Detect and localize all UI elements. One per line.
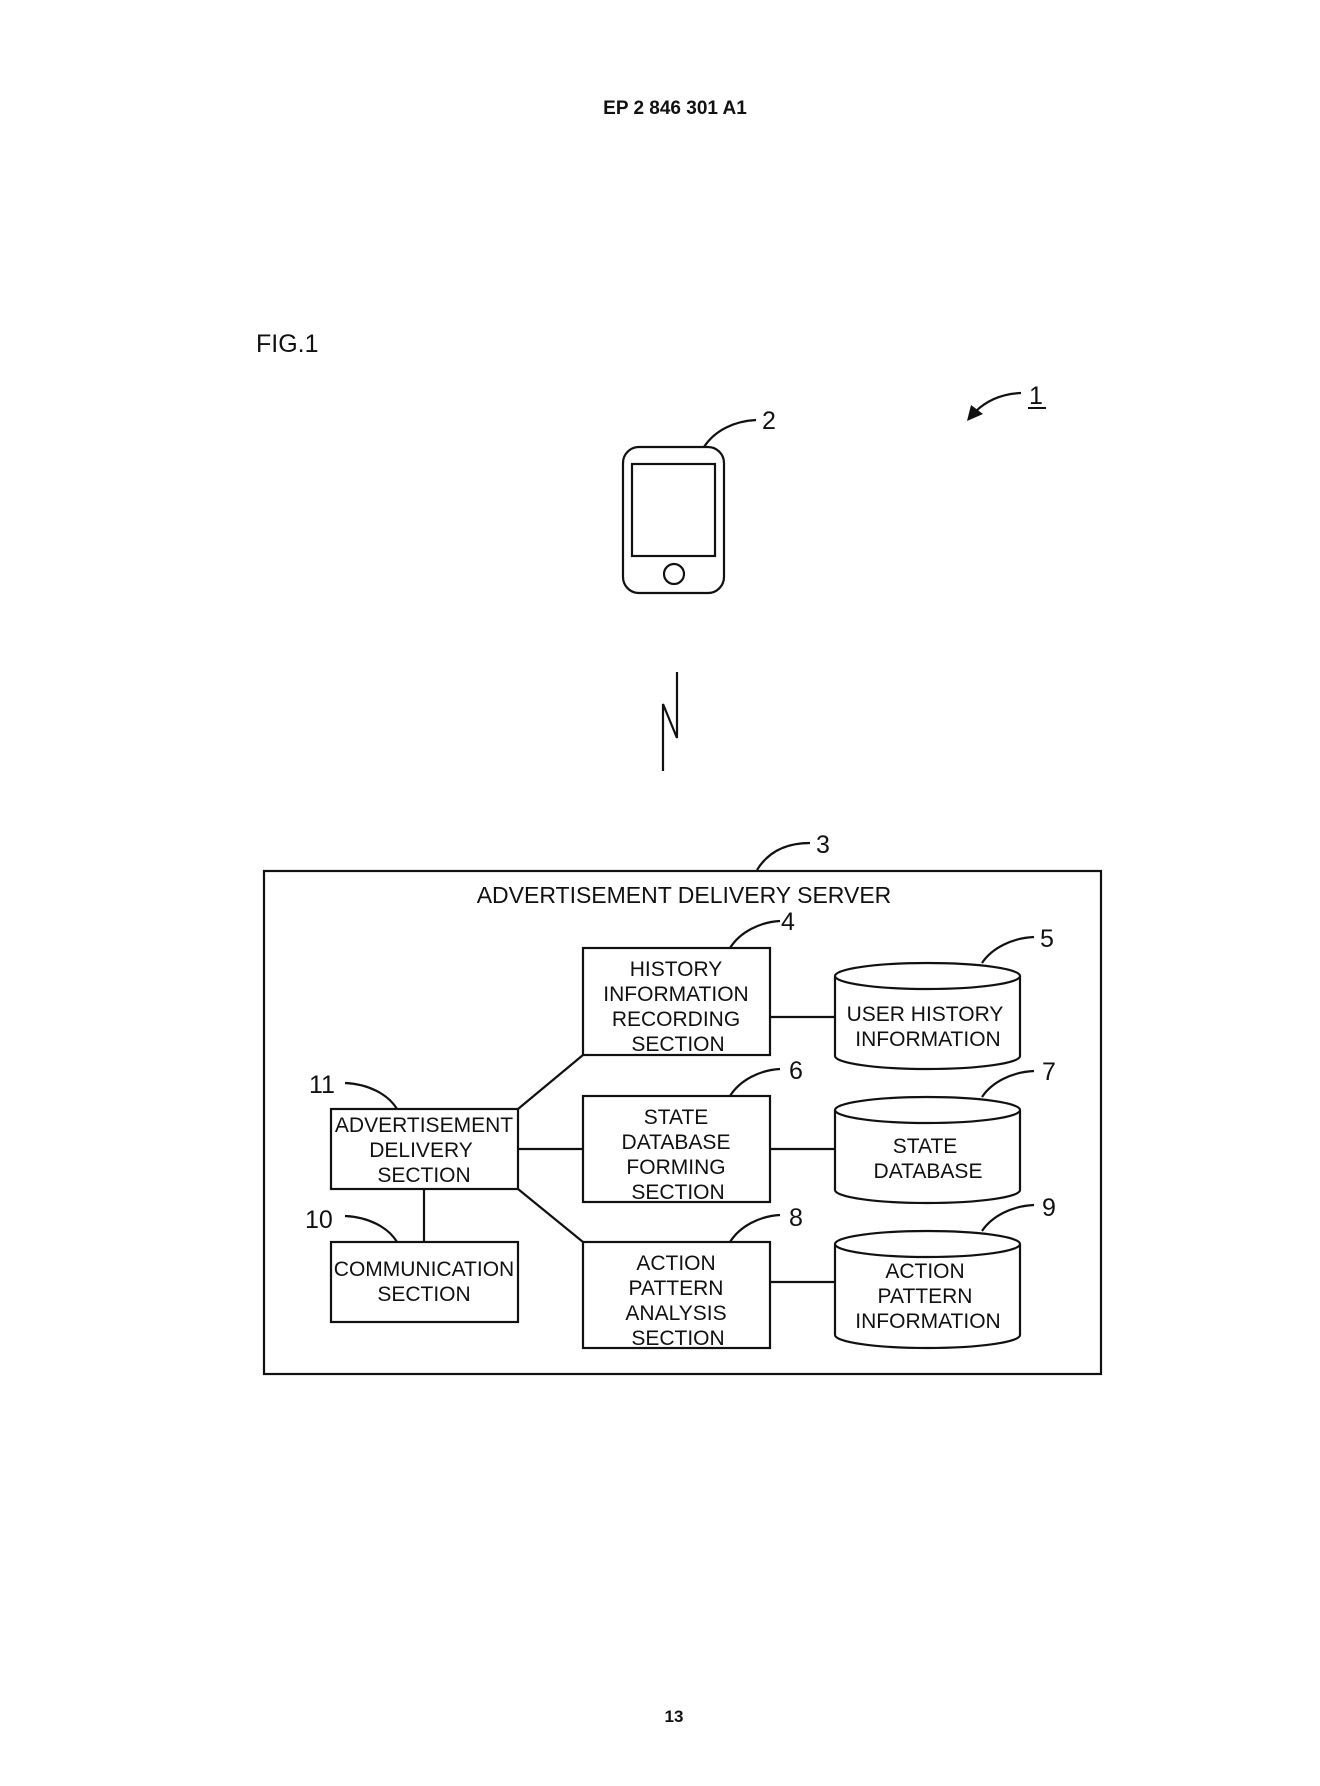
- server-title: ADVERTISEMENT DELIVERY SERVER: [477, 882, 892, 908]
- section-label-line: ACTION: [636, 1252, 715, 1275]
- link-delivery-history: [517, 1054, 584, 1110]
- section-label-line: ANALYSIS: [625, 1302, 726, 1325]
- state-database: STATE DATABASE 7: [833, 1058, 1056, 1205]
- section-label-line: PATTERN: [629, 1277, 724, 1300]
- section-box: [329, 1240, 520, 1324]
- user-history-information-database: USER HISTORY INFORMATION 5: [833, 925, 1054, 1071]
- database-cylinder-top: [833, 1229, 1022, 1259]
- database-leader-line: [981, 935, 1035, 964]
- server-leader-line: [756, 841, 811, 871]
- section-ref-number: 10: [305, 1206, 333, 1234]
- database-leader-line: [981, 1069, 1035, 1098]
- smartphone-screen: [630, 462, 717, 558]
- database-ref-number: 5: [1040, 925, 1054, 953]
- section-label-line: ADVERTISEMENT: [335, 1114, 513, 1137]
- section-label-line: HISTORY: [630, 958, 723, 981]
- section-box: [581, 946, 772, 1057]
- section-label-line: DATABASE: [622, 1131, 731, 1154]
- advertisement-delivery-section: ADVERTISEMENT DELIVERY SECTION 11: [309, 1071, 520, 1191]
- action-pattern-information-database: ACTION PATTERN INFORMATION 9: [833, 1194, 1056, 1350]
- arrow-curve-icon: [974, 391, 1022, 413]
- history-information-recording-section: HISTORY INFORMATION RECORDING SECTION 4: [581, 908, 795, 1057]
- section-label-line: FORMING: [626, 1156, 725, 1179]
- section-label-line: SECTION: [377, 1283, 470, 1306]
- section-leader-line: [729, 1213, 781, 1243]
- communication-section: COMMUNICATION SECTION 10: [305, 1206, 520, 1324]
- section-leader-line: [344, 1081, 398, 1110]
- advertisement-delivery-server: 3 ADVERTISEMENT DELIVERY SERVER HISTORY …: [262, 831, 1103, 1376]
- figure-label: FIG.1: [256, 330, 319, 358]
- section-ref-number: 11: [309, 1071, 335, 1099]
- database-label-line: INFORMATION: [855, 1310, 1000, 1333]
- database-cylinder-icon: [833, 1110, 1022, 1205]
- document-number: EP 2 846 301 A1: [603, 98, 747, 119]
- smartphone-terminal: 2: [621, 407, 776, 595]
- lightning-link-icon: [661, 672, 679, 771]
- page-number: 13: [665, 1707, 684, 1726]
- section-label-line: SECTION: [631, 1181, 724, 1204]
- section-label-line: SECTION: [377, 1164, 470, 1187]
- section-ref-number: 4: [781, 908, 795, 936]
- database-cylinder-top: [833, 961, 1022, 991]
- database-cylinder-icon: [833, 1244, 1022, 1350]
- section-label-line: INFORMATION: [603, 983, 748, 1006]
- server-ref-number: 3: [816, 831, 830, 859]
- database-label-line: USER HISTORY: [847, 1003, 1004, 1026]
- database-label-line: STATE: [893, 1135, 958, 1158]
- smartphone-home-button: [662, 562, 686, 586]
- section-ref-number: 6: [789, 1057, 803, 1085]
- section-box: [581, 1240, 772, 1350]
- database-ref-number: 9: [1042, 1194, 1056, 1222]
- system-reference-arrow: 1: [967, 382, 1046, 421]
- section-label-line: COMMUNICATION: [334, 1258, 514, 1281]
- link-delivery-action: [517, 1188, 584, 1243]
- arrow-head-icon: [967, 405, 983, 421]
- terminal-ref-number: 2: [762, 407, 776, 435]
- database-label-line: DATABASE: [874, 1160, 983, 1183]
- section-label-line: RECORDING: [612, 1008, 740, 1031]
- database-cylinder-top: [833, 1095, 1022, 1125]
- database-label-line: INFORMATION: [855, 1028, 1000, 1051]
- connections: [422, 1015, 835, 1284]
- section-label-line: DELIVERY: [369, 1139, 473, 1162]
- section-label-line: SECTION: [631, 1033, 724, 1056]
- section-leader-line: [729, 919, 781, 949]
- state-database-forming-section: STATE DATABASE FORMING SECTION 6: [581, 1057, 803, 1204]
- section-leader-line: [729, 1067, 781, 1097]
- section-leader-line: [344, 1214, 398, 1243]
- database-ref-number: 7: [1042, 1058, 1056, 1086]
- database-leader-line: [981, 1203, 1035, 1232]
- database-label-line: PATTERN: [878, 1285, 973, 1308]
- section-label-line: SECTION: [631, 1327, 724, 1350]
- action-pattern-analysis-section: ACTION PATTERN ANALYSIS SECTION 8: [581, 1204, 803, 1350]
- database-cylinder-icon: [833, 976, 1022, 1071]
- section-box: [581, 1094, 772, 1204]
- section-box: [329, 1107, 520, 1191]
- terminal-leader-line: [703, 418, 757, 448]
- section-label-line: STATE: [644, 1106, 709, 1129]
- system-ref-number: 1: [1029, 382, 1043, 410]
- section-ref-number: 8: [789, 1204, 803, 1232]
- database-label-line: ACTION: [885, 1260, 964, 1283]
